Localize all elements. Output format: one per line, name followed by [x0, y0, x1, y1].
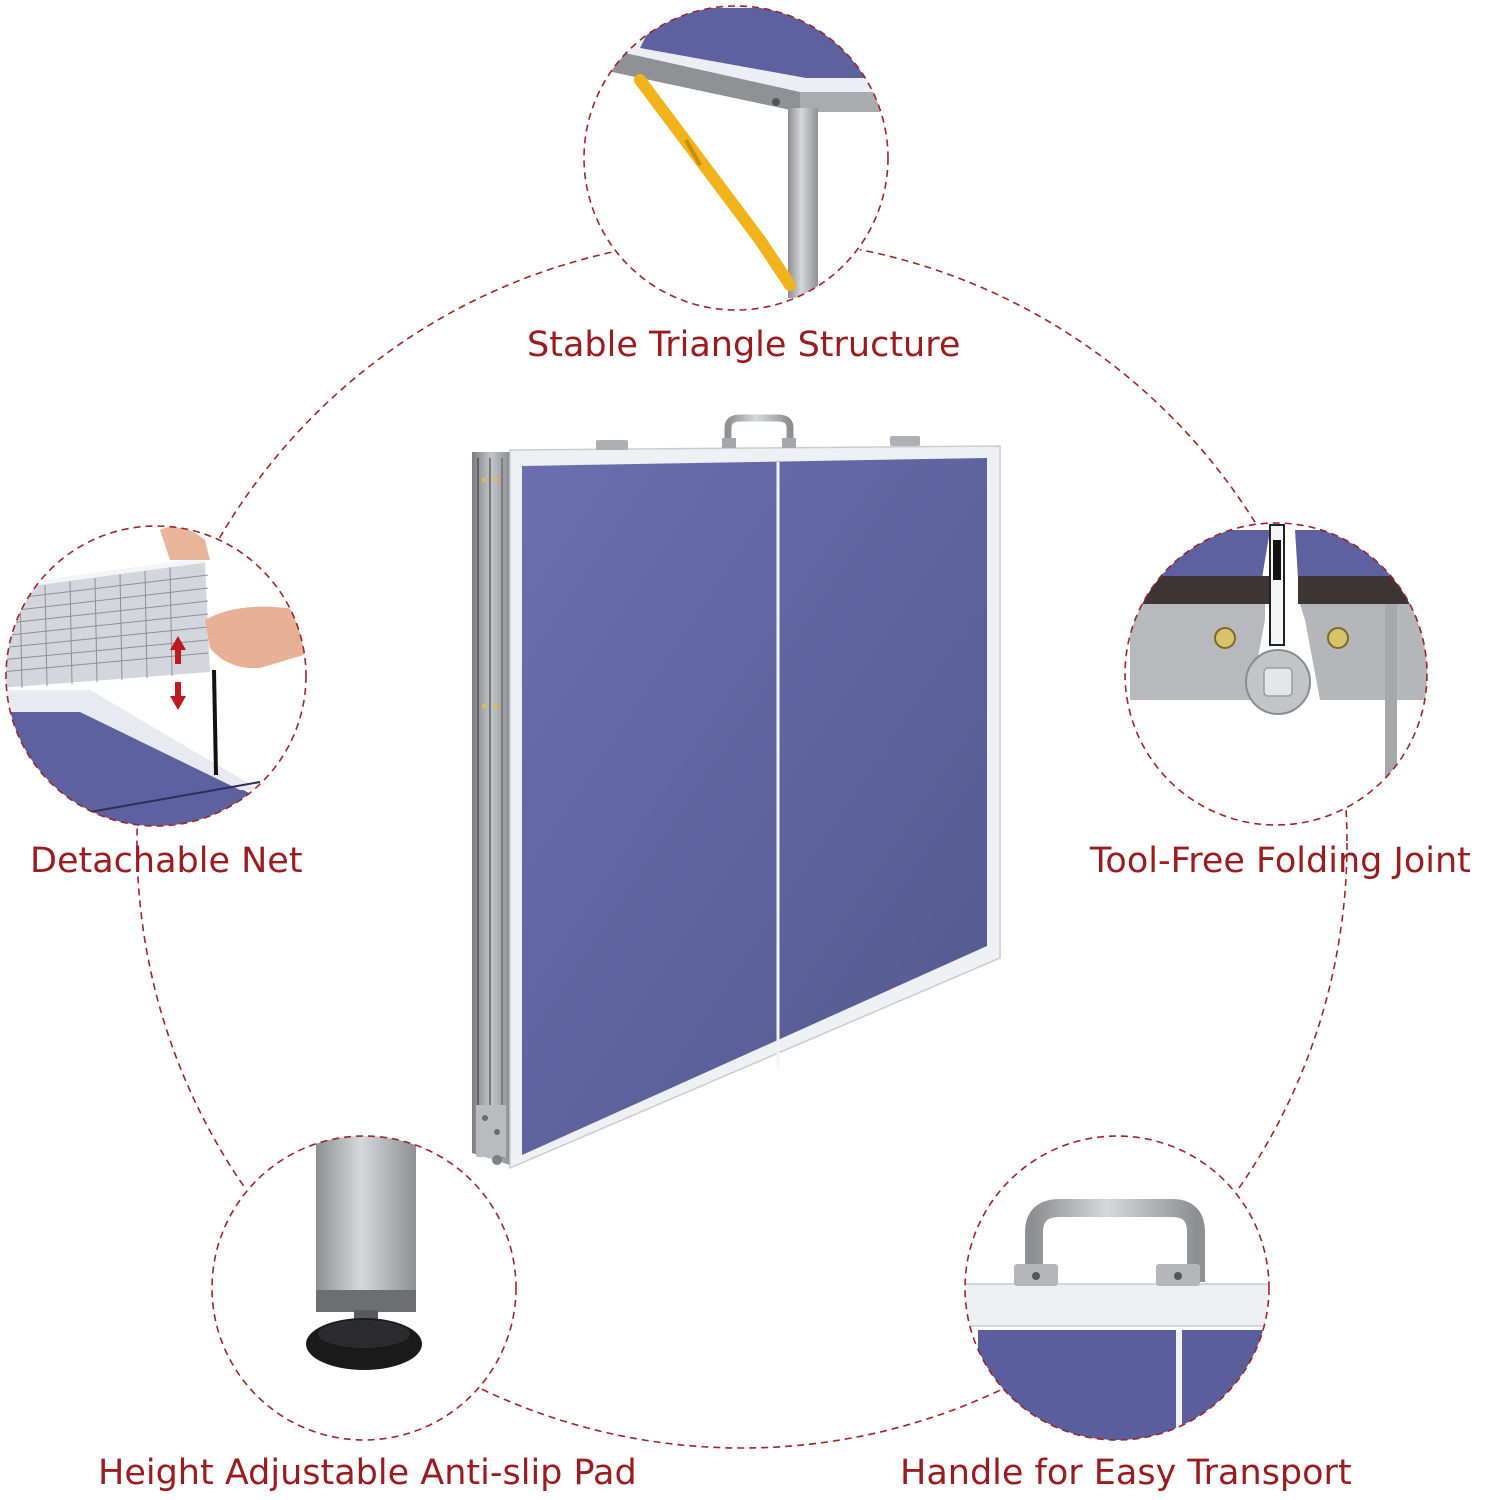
net-closeup [6, 526, 306, 826]
leg-pad-closeup [212, 1136, 516, 1440]
detail-circle-right [1124, 522, 1428, 826]
label-handle-for-easy-transport: Handle for Easy Transport [900, 1453, 1352, 1493]
label-detachable-net: Detachable Net [30, 841, 303, 881]
detail-circle-left [5, 525, 307, 827]
handle-closeup [965, 1136, 1269, 1440]
folding-joint-closeup [1125, 523, 1427, 825]
triangle-structure-closeup [584, 6, 888, 310]
label-tool-free-folding-joint: Tool-Free Folding Joint [1090, 841, 1471, 881]
label-stable-triangle-structure: Stable Triangle Structure [527, 325, 961, 365]
label-height-adjustable-anti-slip-pad: Height Adjustable Anti-slip Pad [98, 1453, 637, 1493]
folded-ping-pong-table [472, 414, 1001, 1170]
detail-circle-top [583, 5, 889, 311]
detail-circle-bottom-left [211, 1135, 517, 1441]
detail-circle-bottom-right [964, 1135, 1270, 1441]
